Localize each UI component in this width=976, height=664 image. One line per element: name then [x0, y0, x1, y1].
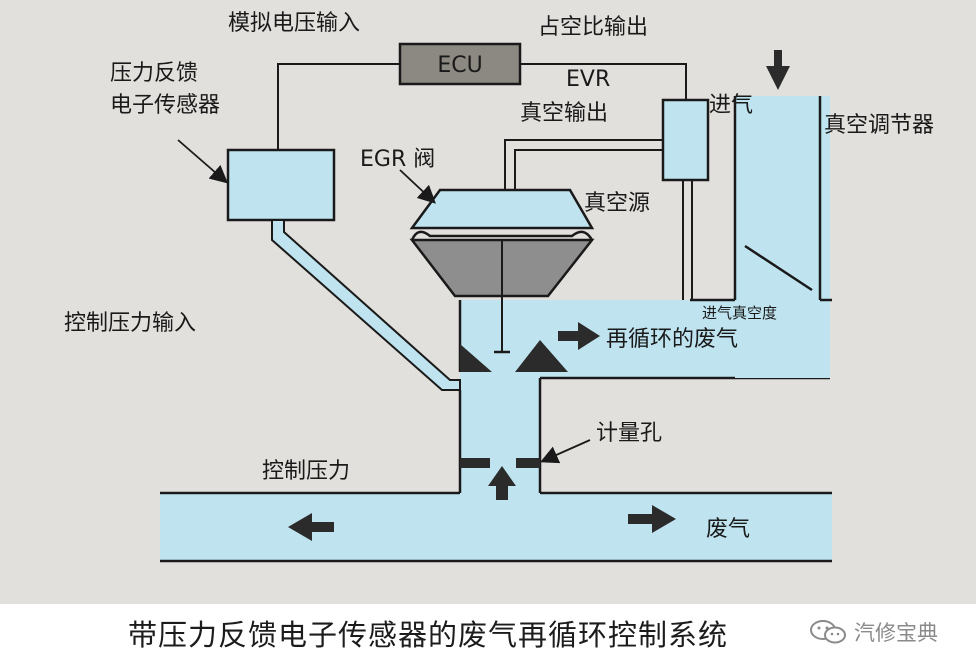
ecu-label: ECU	[437, 53, 482, 78]
watermark: 汽修宝典	[808, 617, 938, 647]
duty-cycle-output-label: 占空比输出	[538, 15, 648, 40]
intake-manifold	[735, 96, 830, 378]
exhaust-label: 废气	[706, 517, 750, 542]
evr-box	[661, 98, 710, 182]
metering-orifice-right	[516, 458, 540, 468]
pressure-feedback-sensor	[226, 148, 336, 222]
control-pressure-label: 控制压力	[262, 459, 350, 484]
wechat-icon	[810, 620, 846, 644]
watermark-text: 汽修宝典	[854, 621, 938, 645]
vacuum-output-label: 真空输出	[520, 101, 608, 126]
egr-valve-diaphragm	[410, 230, 594, 241]
intake-vacuum-label: 进气真空度	[702, 304, 777, 322]
exhaust-pipe	[160, 493, 832, 561]
left-flow-arrow	[288, 513, 334, 541]
control-pressure-tube	[271, 219, 461, 391]
egr-valve-label: EGR 阀	[360, 147, 435, 172]
up-flow-arrow	[488, 466, 516, 500]
analog-voltage-input-label: 模拟电压输入	[228, 11, 360, 36]
egr-valve-upper-housing	[409, 188, 595, 230]
valve-seat-left	[460, 344, 492, 372]
recirculated-exhaust-label: 再循环的废气	[606, 327, 738, 352]
pressure-feedback-label-line2: 电子传感器	[110, 93, 220, 118]
recirculation-arrow	[558, 322, 600, 350]
exhaust-in-arrow	[628, 505, 676, 533]
figure-caption: 带压力反馈电子传感器的废气再循环控制系统	[128, 618, 729, 652]
metering-orifice-left	[460, 458, 490, 468]
control-pressure-input-label: 控制压力输入	[64, 311, 196, 336]
pressure-feedback-label-line1: 压力反馈	[110, 61, 198, 86]
vacuum-regulator-label: 真空调节器	[824, 113, 934, 138]
intake-down-arrow	[766, 50, 790, 90]
intake-label: 进气	[709, 93, 753, 118]
vacuum-source-label: 真空源	[584, 191, 650, 216]
metering-orifice-label: 计量孔	[596, 421, 662, 446]
evr-label: EVR	[566, 67, 610, 92]
valve-seat-right	[515, 340, 568, 372]
